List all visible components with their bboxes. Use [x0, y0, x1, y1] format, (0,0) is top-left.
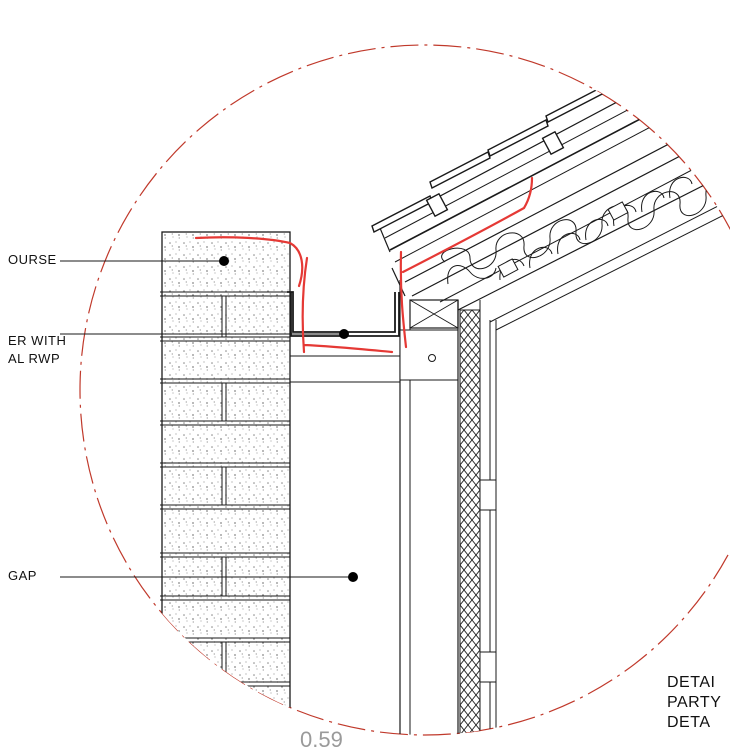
batten	[479, 651, 497, 683]
scale-readout: 0.59	[300, 727, 343, 752]
markup-roof	[401, 176, 534, 274]
label-gutter-line2: AL RWP	[8, 351, 61, 366]
markup-coping	[194, 236, 304, 288]
insulation-board	[459, 309, 481, 735]
red-markup	[194, 176, 534, 354]
wall-plate-lower	[399, 329, 459, 381]
label-course: OURSE	[8, 252, 57, 267]
title-line-2: PARTY	[667, 694, 722, 711]
detail-callout-circle	[79, 44, 730, 736]
leader-dot-gap	[348, 572, 358, 582]
label-gap: GAP	[8, 568, 37, 583]
fixing-circle	[428, 354, 436, 362]
roof-tiles	[371, 45, 723, 233]
title-line-3: DETA	[667, 714, 711, 731]
section-linework	[160, 45, 730, 735]
leader-dot-gutter	[339, 329, 349, 339]
leader-dot-course	[219, 256, 229, 266]
batten	[479, 479, 497, 511]
markup-gutter	[301, 250, 408, 354]
title-line-1: DETAI	[667, 674, 716, 691]
label-gutter-line1: ER WITH	[8, 333, 67, 348]
